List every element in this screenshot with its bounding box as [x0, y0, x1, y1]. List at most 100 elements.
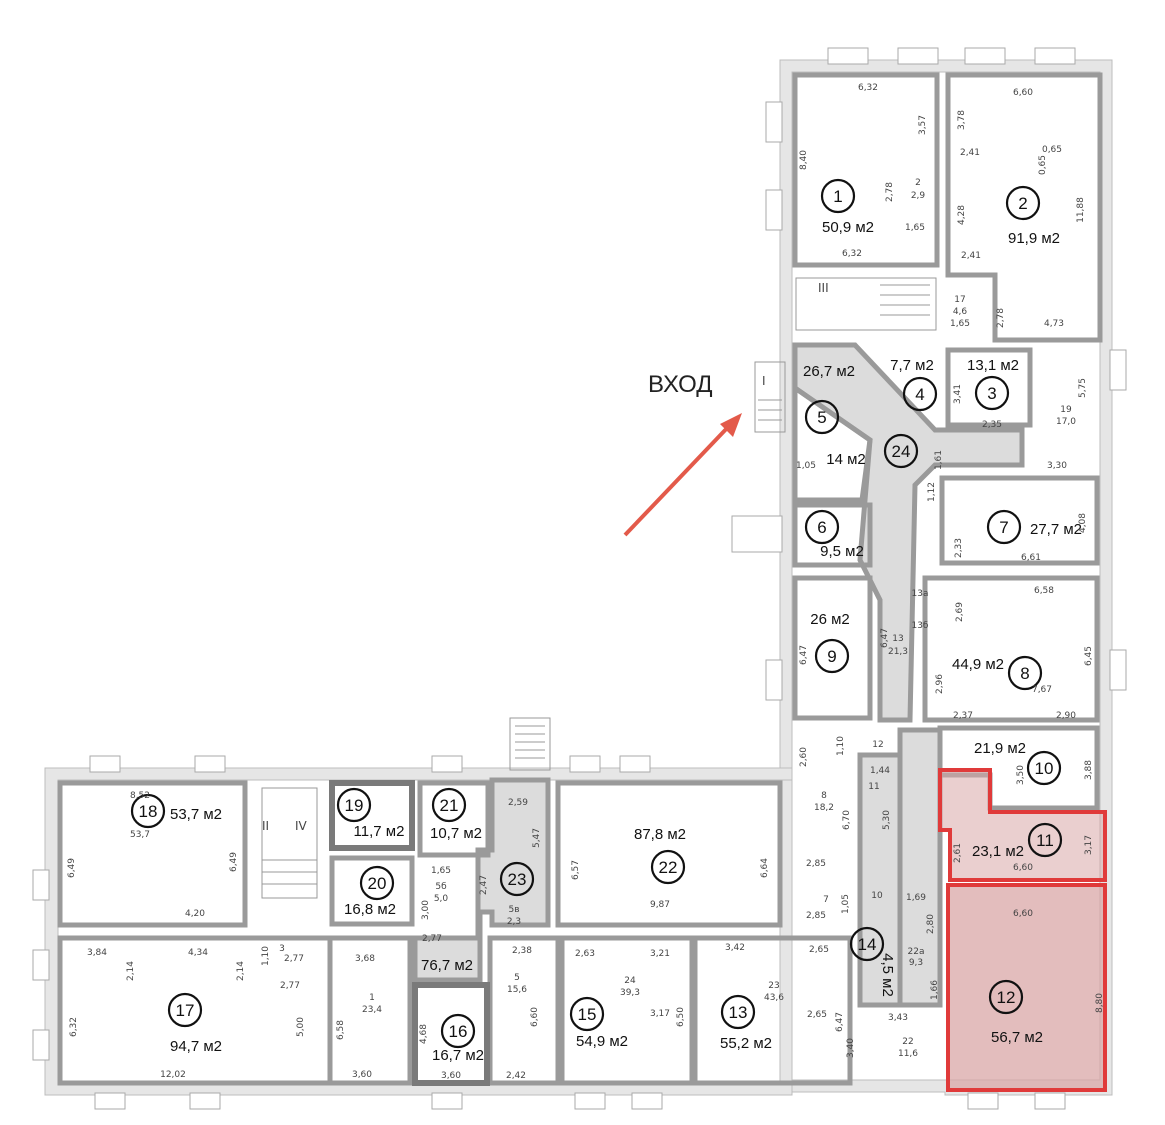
room-number-circle	[1027, 822, 1063, 858]
dimension-label: 5	[514, 973, 520, 983]
room-number: 15	[578, 1005, 597, 1024]
room-3[interactable]: 313,1 м2	[967, 357, 1019, 411]
room-12-highlight[interactable]	[946, 883, 1107, 1092]
room-number: 3	[987, 384, 996, 403]
rented-room-walls	[329, 780, 490, 1086]
dimension-label: 6,50	[676, 1007, 686, 1027]
dimension-label: 1,44	[870, 766, 890, 776]
room-area: 23,1 м2	[972, 843, 1024, 860]
dimension-label: 2,33	[954, 538, 964, 558]
room-number-circle	[569, 996, 605, 1032]
stair-label: I	[762, 374, 766, 388]
room-area: 54,9 м2	[576, 1033, 628, 1050]
room-area: 26,7 м2	[803, 363, 855, 380]
dimension-label: 5,00	[296, 1017, 306, 1037]
dimension-label: 21,3	[888, 647, 908, 657]
stairs	[261, 277, 937, 899]
dimension-label: 0,65	[1042, 145, 1062, 155]
room-6[interactable]: 69,5 м2	[804, 509, 864, 560]
dimension-label: 13	[892, 634, 903, 644]
dimension-label: 11	[868, 782, 879, 792]
room-area: 11,7 м2	[354, 823, 405, 840]
dimension-label: 9,3	[909, 958, 923, 968]
dimension-label: 6,49	[67, 858, 77, 878]
dimension-label: 2,3	[507, 917, 521, 927]
dimension-label: 4,20	[185, 909, 205, 919]
dimension-label: 3,00	[421, 900, 431, 920]
dimension-label: 1	[369, 993, 375, 1003]
dimension-label: 3,60	[441, 1071, 461, 1081]
room-2[interactable]: 291,9 м2	[1005, 185, 1060, 247]
room-number: 9	[827, 647, 836, 666]
dimension-label: 11,88	[1076, 197, 1086, 223]
dimension-label: 10	[871, 891, 883, 901]
room-15[interactable]: 15 54,9 м2	[569, 996, 628, 1050]
dimension-label: 2,14	[236, 961, 246, 981]
dimension-label: 1,65	[431, 866, 451, 876]
dimension-label: 6,70	[842, 810, 852, 830]
room-1[interactable]: 150,9 м2	[820, 178, 874, 236]
dimension-label: 8	[821, 791, 827, 801]
dimension-label: 4,68	[419, 1024, 429, 1044]
dimension-label: 17,0	[1056, 417, 1076, 427]
dimension-label: 15,6	[507, 985, 527, 995]
dimension-label: 4,08	[1078, 513, 1088, 533]
dimension-label: 17	[954, 295, 965, 305]
dimension-label: 2	[915, 178, 921, 188]
room-number-circle	[902, 376, 938, 412]
room-area: 9,5 м2	[820, 543, 864, 560]
dimension-label: 2,41	[961, 251, 981, 261]
room-11-highlight[interactable]	[938, 768, 1107, 882]
dimension-label: 1,61	[934, 450, 944, 470]
dimension-label: 2,63	[575, 949, 595, 959]
room-4[interactable]: 47,7 м2	[890, 357, 938, 412]
dimension-label: 6,58	[336, 1020, 346, 1040]
dimension-label: 6,45	[1084, 646, 1094, 666]
room-area: 26 м2	[810, 611, 850, 628]
room-area: 7,7 м2	[890, 357, 934, 374]
dimension-label: 13а	[912, 589, 929, 599]
dimension-label: 6,61	[1021, 553, 1041, 563]
room-area: 94,7 м2	[170, 1038, 222, 1055]
dimension-label: 12,02	[160, 1070, 186, 1080]
room-area: 50,9 м2	[822, 219, 874, 236]
room-number-circle	[820, 178, 856, 214]
room-9[interactable]: 9 26 м2	[810, 611, 850, 674]
dimension-label: 2,69	[955, 602, 965, 622]
dimension-label: 5б	[435, 882, 447, 892]
stair-label: II	[262, 819, 269, 833]
room-14[interactable]: 144,5 м2	[849, 926, 896, 997]
room-number-circle	[988, 979, 1024, 1015]
room-area: 4,5 м2	[879, 953, 896, 997]
room-8[interactable]: 844,9 м2	[952, 655, 1043, 691]
dimension-label: 3,50	[1016, 765, 1026, 785]
room-number-circle	[883, 433, 919, 469]
room-number-circle	[1007, 655, 1043, 691]
dimension-label: 6,47	[799, 645, 809, 665]
room-area: 87,8 м2	[634, 826, 686, 843]
dimension-label: 2,77	[422, 934, 442, 944]
room-5[interactable]: 514 м2	[804, 399, 866, 468]
dimension-label: 3,68	[355, 954, 375, 964]
dimension-label: 2,61	[953, 843, 963, 863]
dimension-label: 12	[872, 740, 883, 750]
room-number-circle	[1005, 185, 1041, 221]
room-area: 56,7 м2	[991, 1029, 1043, 1046]
dimension-label: 2,80	[926, 914, 936, 934]
